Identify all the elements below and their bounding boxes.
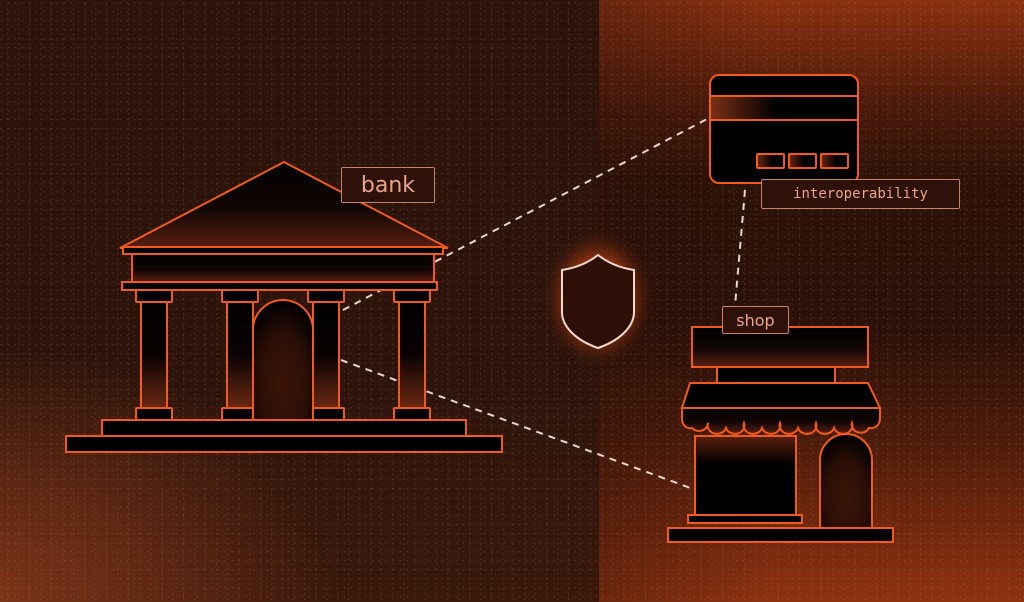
shop-label: shop	[722, 306, 789, 334]
bank-label: bank	[341, 167, 435, 203]
storefront-icon	[667, 326, 894, 543]
credit-card-icon	[709, 74, 859, 184]
interoperability-label: interoperability	[761, 179, 960, 209]
edge-bank-to-shop	[340, 359, 697, 491]
bank-building-icon	[65, 160, 503, 453]
edge-card-to-shop	[734, 189, 746, 307]
shield-icon	[540, 226, 656, 370]
background-left-panel	[0, 0, 599, 602]
